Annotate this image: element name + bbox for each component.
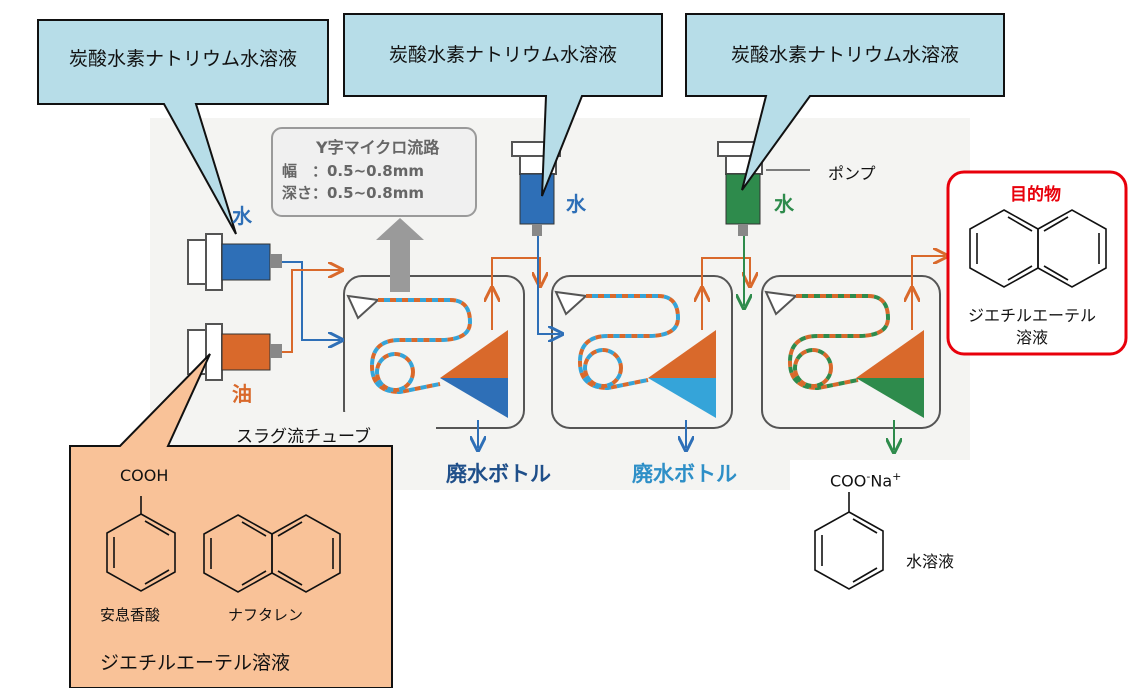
water-label-3: 水 <box>774 192 794 216</box>
callout-2-text: 炭酸水素ナトリウム水溶液 <box>388 44 617 66</box>
target-product-box <box>946 170 1128 356</box>
reactor-module-2 <box>551 275 733 429</box>
callout-1-text: 炭酸水素ナトリウム水溶液 <box>68 48 297 70</box>
channel-title: Y字マイクロ流路 <box>316 138 440 157</box>
channel-up-arrow <box>376 218 424 292</box>
channel-width: 幅 ：0.5~0.8mm <box>282 162 424 180</box>
reactor-module-3 <box>761 275 941 429</box>
waste-bottle-2: 廃水ボトル <box>632 462 737 486</box>
input-solvent-label: ジエチルエーテル溶液 <box>100 652 291 674</box>
separator-3 <box>856 330 924 418</box>
feed-line-blue <box>282 261 340 340</box>
target-solvent-line2: 溶液 <box>1016 328 1049 347</box>
slug-tube-label: スラグ流チューブ <box>236 427 371 447</box>
y-junction-2 <box>554 290 589 316</box>
separator-2 <box>648 330 716 418</box>
output-coo-label: COO-Na+ <box>830 470 901 490</box>
water-feed-2 <box>537 236 560 334</box>
y-junction-3 <box>764 290 799 316</box>
output-product-area <box>790 460 1000 604</box>
minus-sign: - <box>866 470 871 483</box>
cooh-label: COOH <box>120 466 169 485</box>
callout-3 <box>685 13 1005 191</box>
slug-tube-3 <box>787 294 891 391</box>
slug-tube-2 <box>577 294 681 391</box>
y-junction-1 <box>346 294 381 320</box>
input-solution-callout <box>69 353 393 688</box>
waste-bottle-1: 廃水ボトル <box>446 462 551 486</box>
callout-1 <box>37 19 329 235</box>
syringe-pump-water-left <box>187 233 282 291</box>
channel-depth: 深さ：0.5~0.8mm <box>282 184 424 202</box>
callout-3-text: 炭酸水素ナトリウム水溶液 <box>730 44 959 66</box>
naphthalene-structure-input <box>203 514 341 593</box>
target-solvent-line1: ジエチルエーテル <box>968 306 1097 325</box>
benzoic-acid-structure <box>106 496 176 592</box>
water-label-2: 水 <box>566 192 586 216</box>
oil-label: 油 <box>232 382 252 406</box>
na-text: Na <box>870 471 893 491</box>
water-label-1: 水 <box>232 204 252 228</box>
naphthalene-label: ナフタレン <box>228 606 304 624</box>
separator-1 <box>440 330 508 418</box>
target-title: 目的物 <box>1010 185 1061 205</box>
pump-label: ポンプ <box>828 164 876 183</box>
output-aqueous-label: 水溶液 <box>906 552 955 571</box>
naphthalene-structure-target <box>969 209 1107 288</box>
sodium-benzoate-structure <box>814 492 884 590</box>
coo-text: COO <box>830 471 867 491</box>
slug-tube-1 <box>369 298 473 395</box>
channel-info-box <box>271 127 477 217</box>
callout-2 <box>343 13 663 197</box>
plus-sign: + <box>892 470 902 483</box>
benzoic-acid-label: 安息香酸 <box>100 606 161 624</box>
feed-line-orange <box>282 270 340 353</box>
